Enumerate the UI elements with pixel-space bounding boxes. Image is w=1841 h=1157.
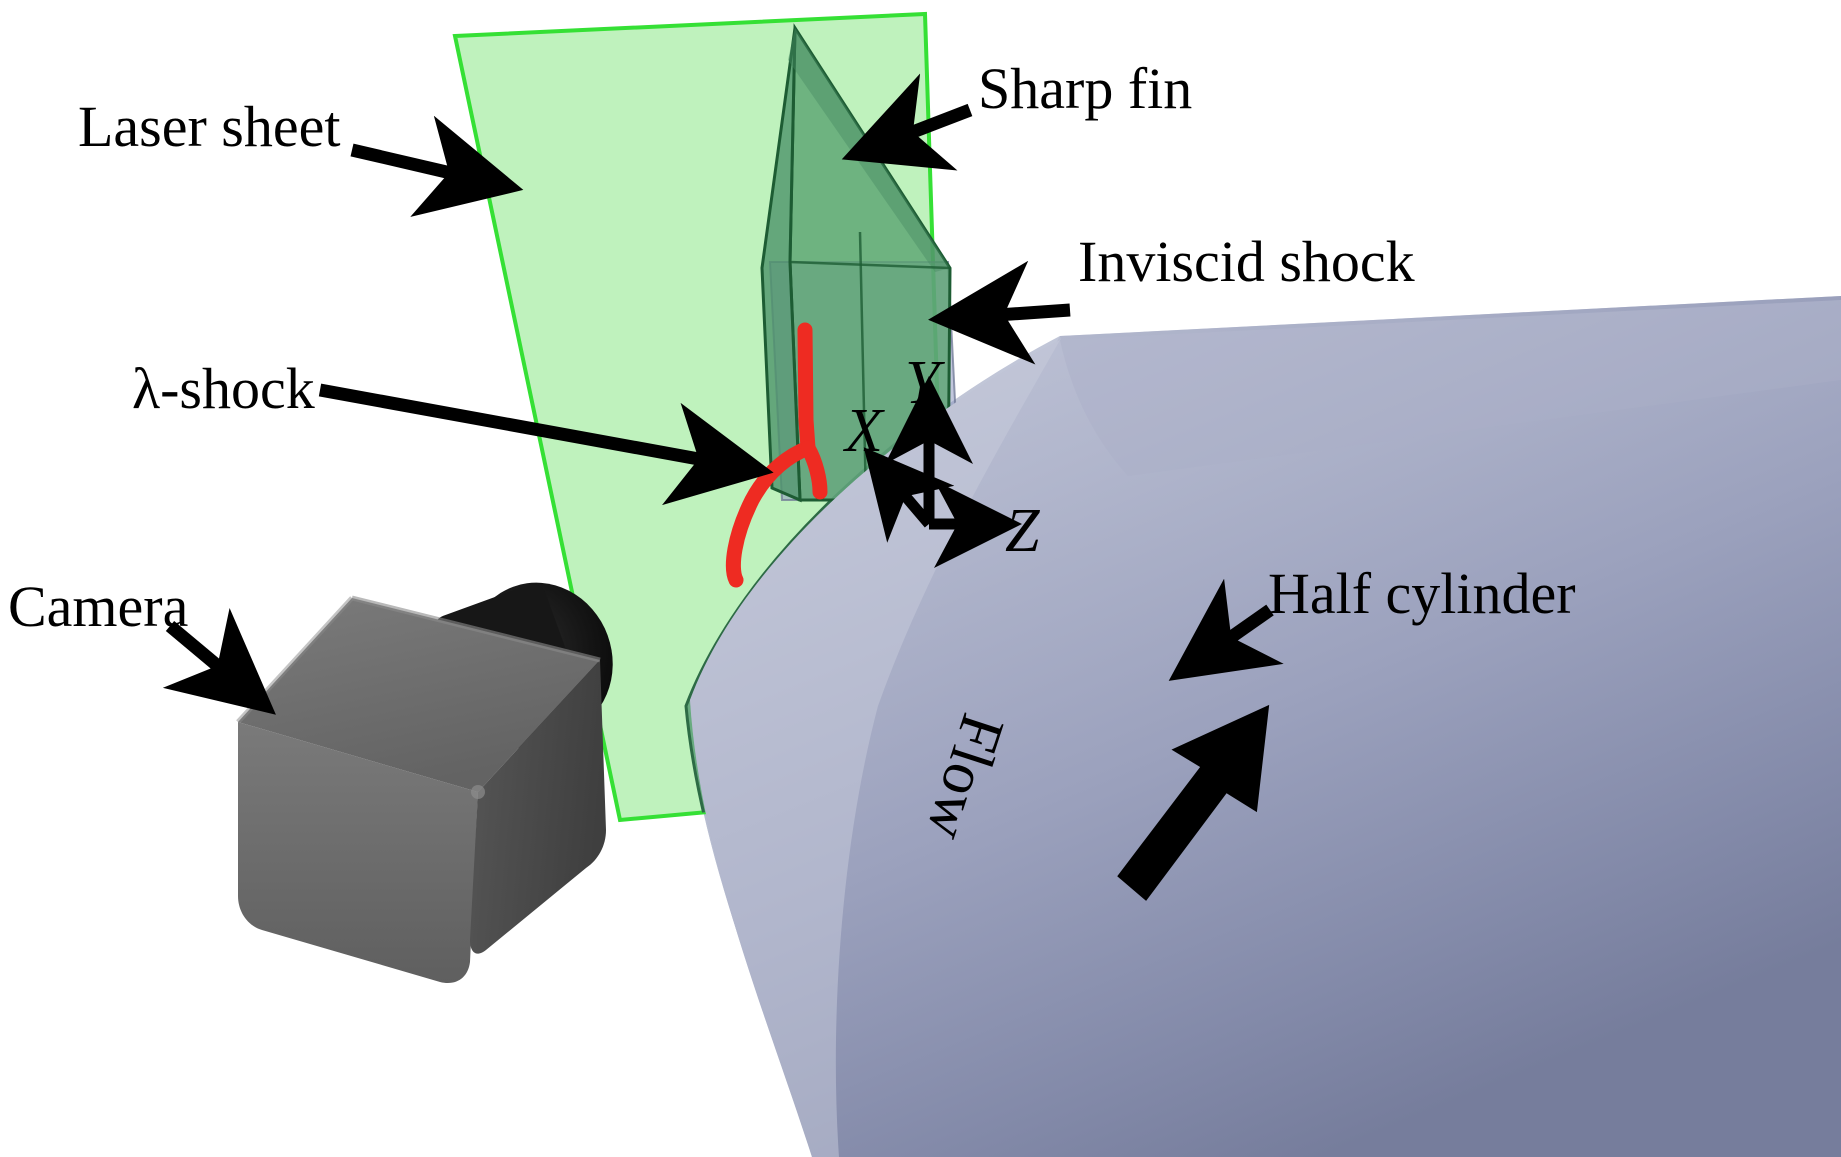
annotation-arrows — [162, 73, 1284, 715]
camera-arrow — [162, 608, 276, 715]
half-cylinder-arrow — [1168, 578, 1284, 681]
label-half-cylinder: Half cylinder — [1268, 561, 1576, 626]
sharp-fin-arrow — [841, 73, 973, 171]
laser-sheet-arrow — [350, 115, 524, 217]
label-x-axis: X — [845, 397, 883, 465]
label-z-axis: Z — [1005, 497, 1040, 565]
camera-model — [236, 582, 613, 984]
camera-body-front — [238, 722, 478, 984]
label-lambda-shock: λ-shock — [132, 356, 315, 421]
label-y-axis: Y — [905, 349, 940, 417]
label-inviscid-shock: Inviscid shock — [1078, 229, 1415, 294]
camera-body-top — [238, 598, 600, 792]
coordinate-axes — [863, 376, 1022, 568]
label-sharp-fin: Sharp fin — [978, 56, 1193, 121]
flow-arrow — [1117, 704, 1270, 901]
camera-body-side — [470, 660, 606, 954]
label-camera: Camera — [8, 574, 189, 639]
inviscid-shock-arrow — [928, 260, 1071, 365]
lambda-shock-arrow — [318, 383, 774, 506]
label-laser-sheet: Laser sheet — [78, 94, 341, 159]
x-axis-arrow — [863, 447, 955, 543]
